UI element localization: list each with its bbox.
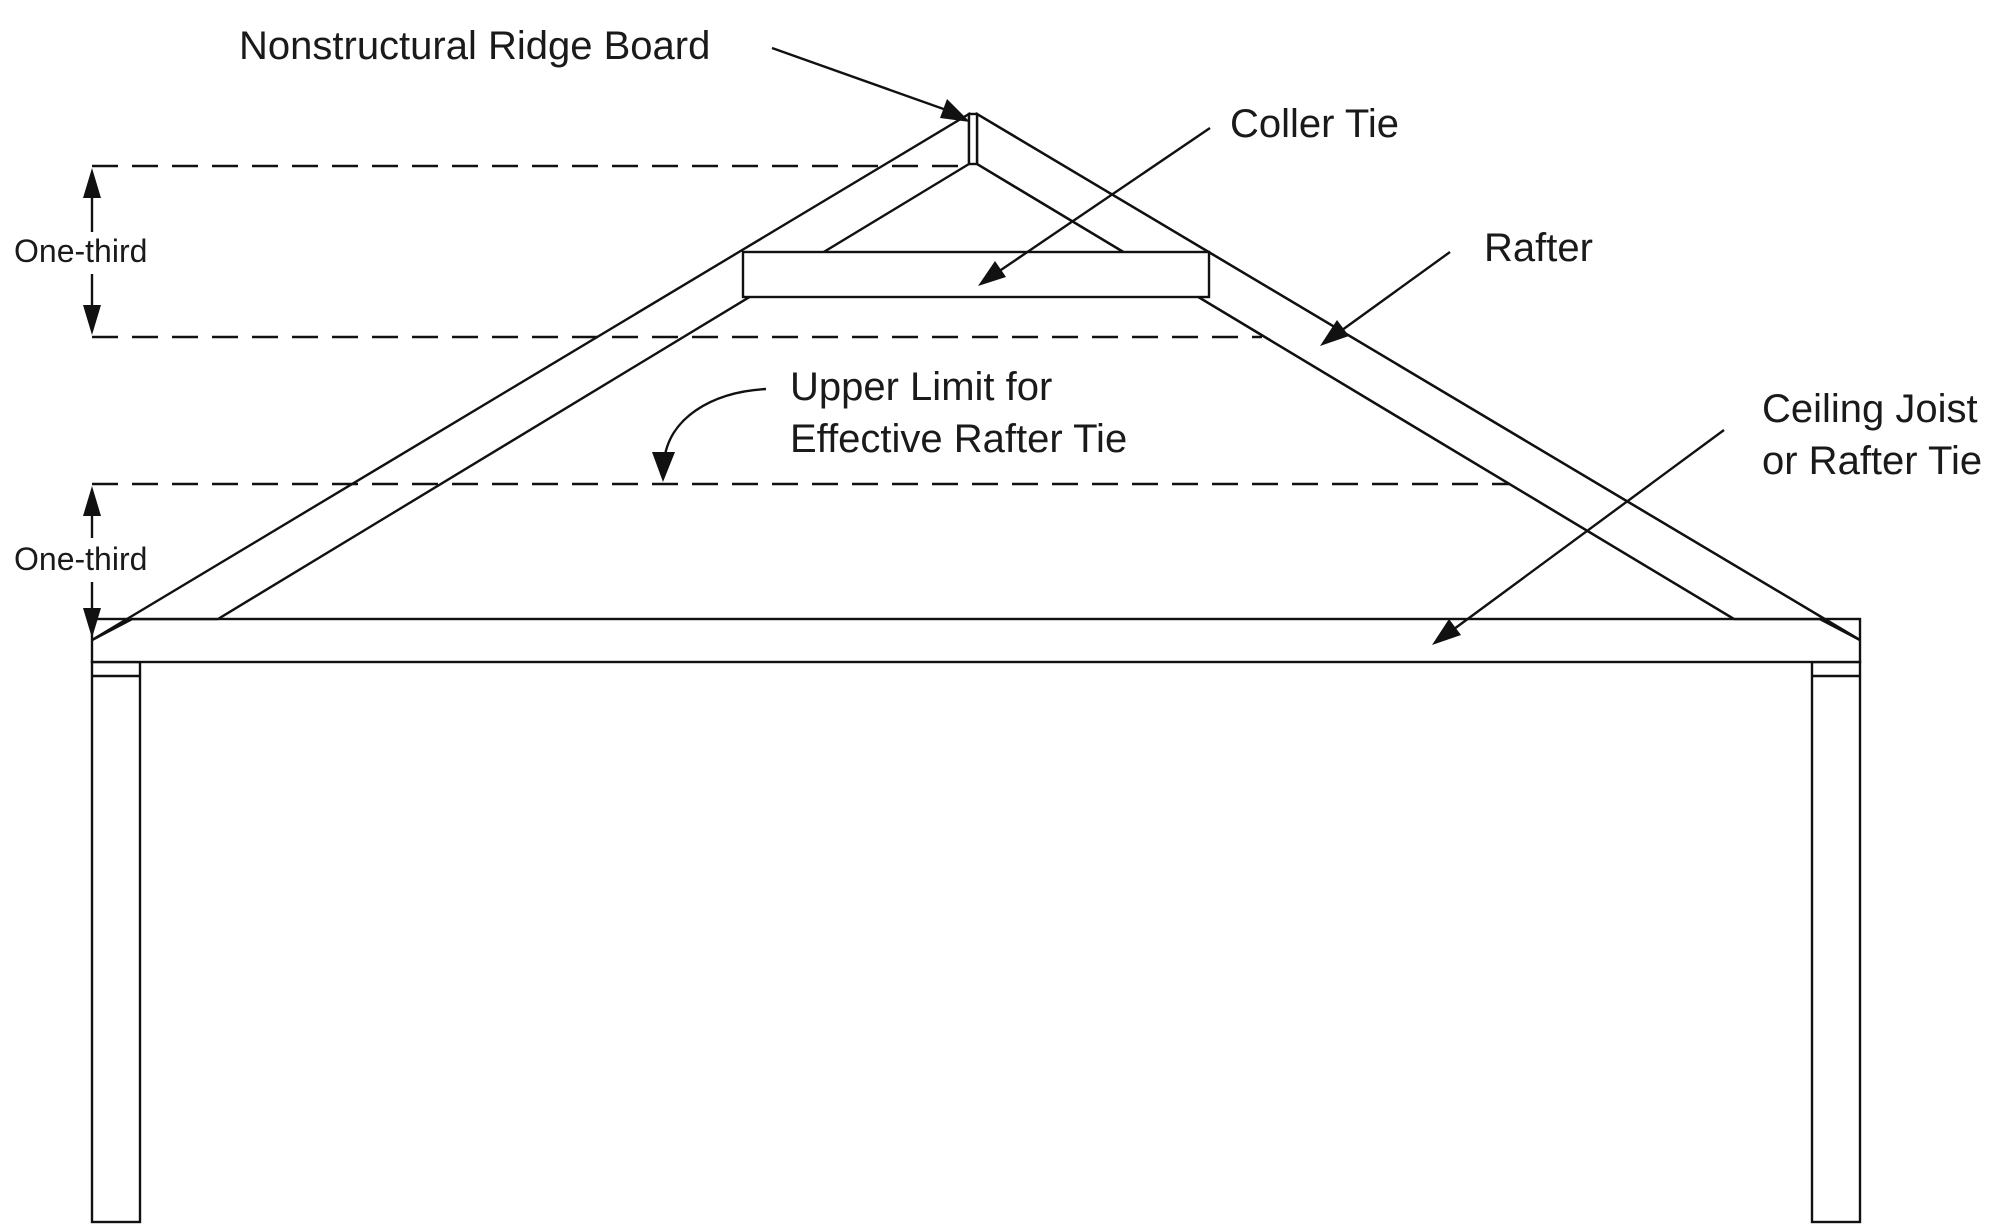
right-rafter-end <box>1819 617 1861 642</box>
right-rafter-outer-edge <box>976 112 1861 642</box>
one-third-bottom-arrow-down <box>83 608 101 638</box>
one-third-bottom-label: One-third <box>14 541 147 577</box>
ceiling-joist-label-line2: or Rafter Tie <box>1762 439 1982 483</box>
ceiling-joist-arrow-head <box>1432 619 1461 645</box>
ceiling-joist-label-line1: Ceiling Joist <box>1762 387 1978 431</box>
ceiling-joist <box>90 617 1862 664</box>
ridge-board-leader <box>771 46 953 114</box>
ceiling-joist-leader <box>1449 429 1725 633</box>
left-rafter-end <box>91 617 133 642</box>
collar-tie <box>741 250 1211 299</box>
ridge-board-label: Nonstructural Ridge Board <box>239 24 710 68</box>
upper-limit-arrow-head <box>652 452 675 482</box>
rafter-arrow-head <box>1320 320 1349 346</box>
one-third-top-arrow-down <box>83 305 101 335</box>
collar-tie-leader <box>994 127 1211 275</box>
ridge-board-arrow-head <box>940 99 970 122</box>
upper-limit-label-line2: Effective Rafter Tie <box>790 417 1127 461</box>
left-wall-post <box>90 660 142 1224</box>
right-wall-post <box>1810 660 1862 1224</box>
right-rafter-inner-edge <box>976 162 1735 621</box>
upper-limit-label-line1: Upper Limit for <box>790 365 1052 409</box>
collar-tie-label: Coller Tie <box>1230 102 1399 146</box>
rafter-label: Rafter <box>1484 226 1593 270</box>
ridge-board <box>967 112 979 166</box>
one-third-top-label: One-third <box>14 233 147 269</box>
upper-limit-leader <box>662 387 767 463</box>
rafter-leader <box>1337 251 1451 334</box>
collar-tie-arrow-head <box>978 261 1006 286</box>
one-third-bottom-arrow-up <box>83 486 101 516</box>
one-third-top-arrow-up <box>83 168 101 198</box>
